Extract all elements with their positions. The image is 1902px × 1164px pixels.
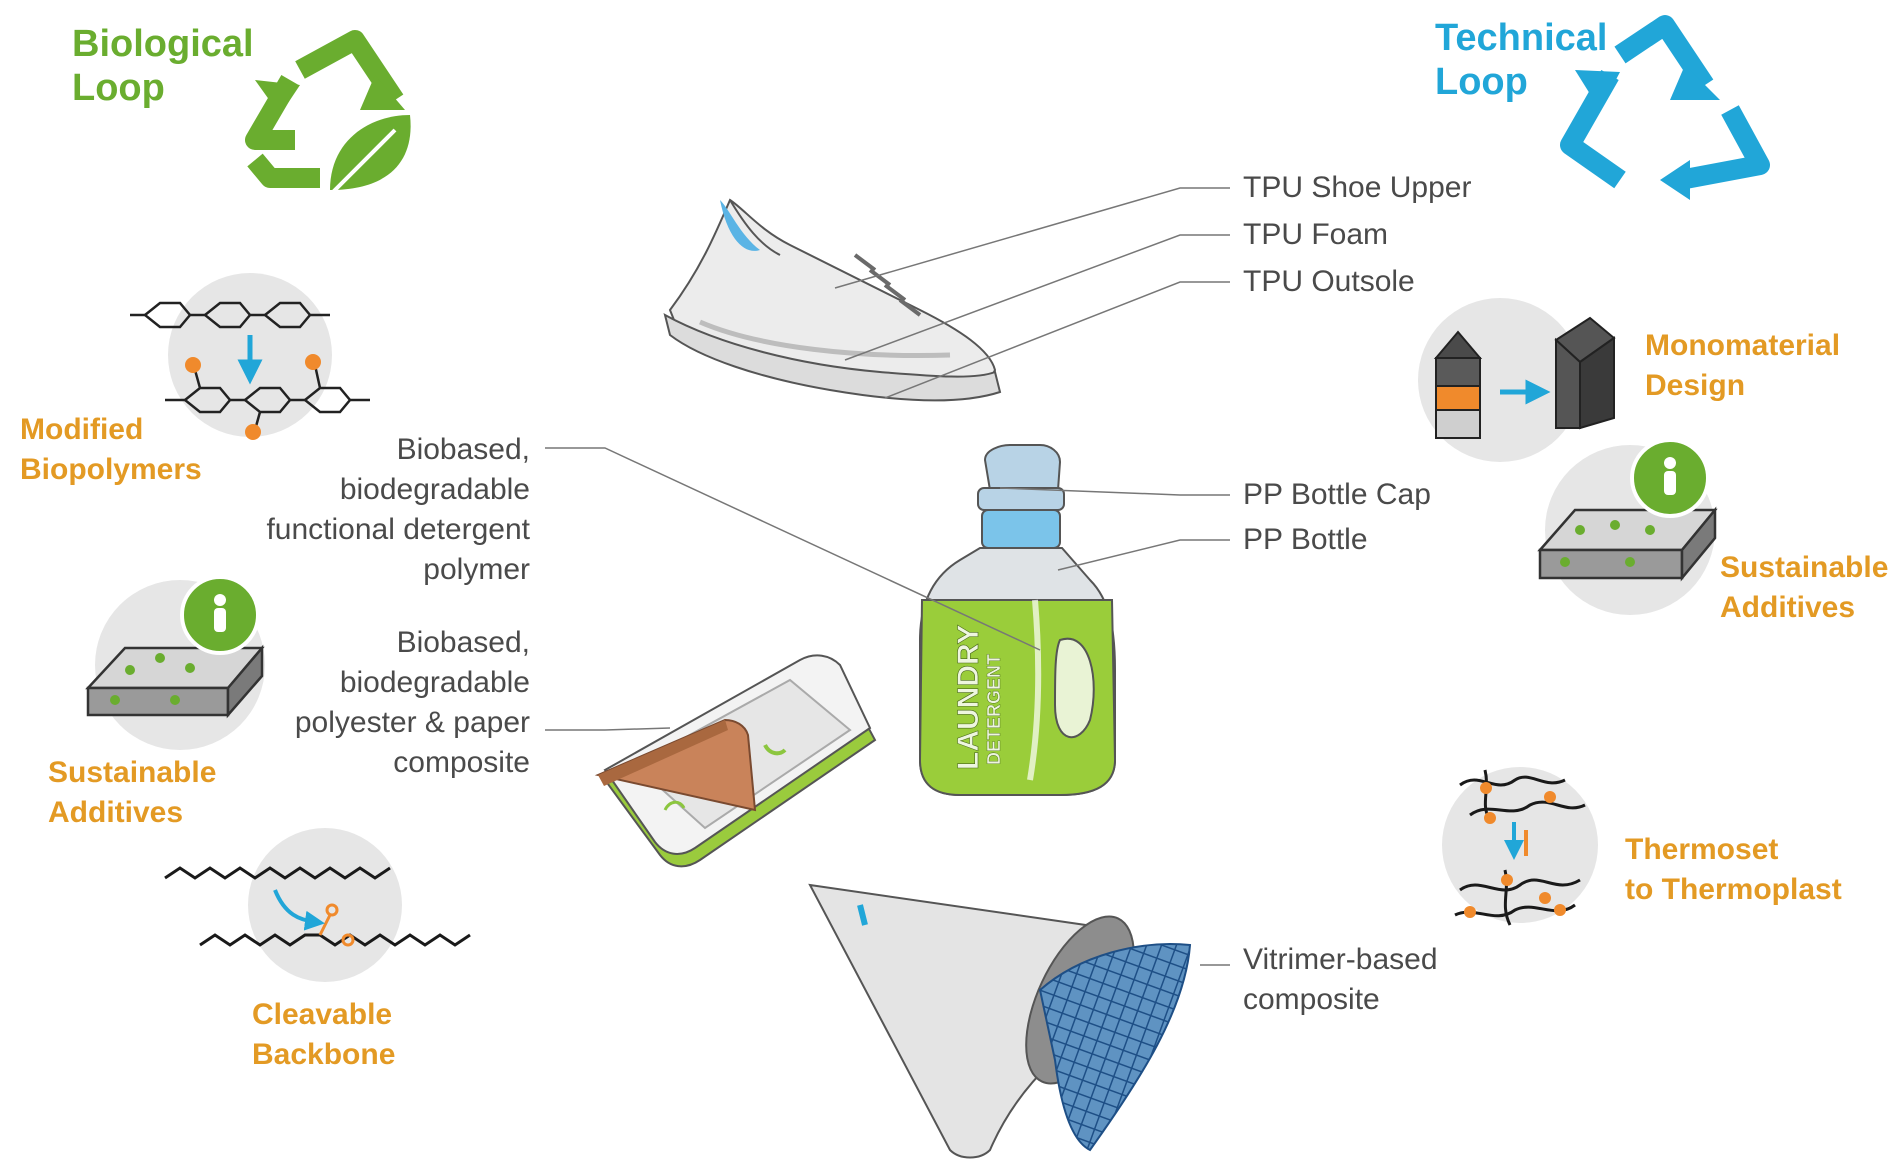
tpu-shoe-upper-label: TPU Shoe Upper [1243, 171, 1472, 204]
cleavable-backbone-icon [164, 828, 471, 982]
thermoset-thermoplast-icon [1442, 767, 1598, 926]
shoe-leader-lines [834, 187, 1230, 399]
svg-text:DETERGENT: DETERGENT [984, 654, 1004, 765]
svg-text:LAUNDRY: LAUNDRY [952, 624, 985, 770]
tray-leader-line [545, 727, 671, 731]
pp-bottle-cap-label: PP Bottle Cap [1243, 478, 1431, 511]
left-sustainable-additives-icon [85, 575, 265, 750]
tpu-shoe-illustration [663, 198, 1002, 402]
tray-composite-label: Biobased, biodegradable polyester & pape… [294, 626, 530, 779]
detergent-bottle-illustration [918, 444, 1117, 796]
detergent-polymer-leader-line [545, 447, 1041, 651]
biological-recycle-icon [245, 30, 411, 197]
bottle-label-print: LAUNDRY DETERGENT [952, 624, 1005, 770]
pp-bottle-label: PP Bottle [1243, 523, 1368, 556]
tpu-outsole-label: TPU Outsole [1243, 265, 1415, 298]
tpu-foam-label: TPU Foam [1243, 218, 1389, 251]
modified-biopolymers-icon [130, 273, 370, 440]
technical-recycle-icon [1560, 15, 1770, 200]
monomaterial-design-icon [1418, 298, 1616, 462]
bottle-leader-lines [999, 487, 1230, 571]
vitrimer-composite-illustration [808, 883, 1192, 1159]
detergent-polymer-label: Biobased, biodegradable functional deter… [266, 433, 530, 586]
food-tray-illustration [594, 654, 877, 868]
right-sustainable-additives-icon [1537, 438, 1718, 615]
